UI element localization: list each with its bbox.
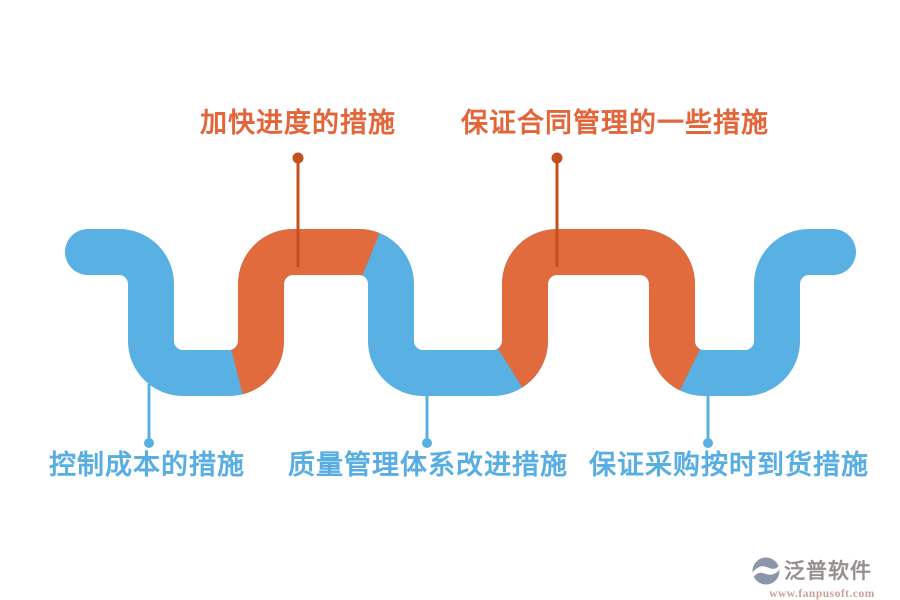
- pointer-trough-1: [144, 384, 154, 448]
- logo-url: www.fanpusoft.com: [769, 588, 875, 600]
- pointer-trough-2: [422, 396, 432, 448]
- label-trough-3: 保证采购按时到货措施: [589, 450, 869, 481]
- label-trough-2: 质量管理体系改进措施: [288, 450, 568, 481]
- pointer-dot-crest-1: [292, 152, 304, 164]
- wave-ribbon-orange-segment-1: [229, 229, 382, 395]
- pointer-dot-trough-2: [422, 438, 432, 448]
- pointer-crest-1: [292, 152, 304, 267]
- pointer-trough-3: [703, 396, 713, 448]
- wave-ribbon-blue: [65, 229, 856, 396]
- label-crest-2: 保证合同管理的一些措施: [461, 108, 769, 139]
- logo: 泛普软件 www.fanpusoft.com: [751, 556, 893, 600]
- pointer-dot-trough-3: [703, 438, 713, 448]
- label-trough-1: 控制成本的措施: [49, 450, 245, 481]
- label-crest-1: 加快进度的措施: [200, 108, 396, 139]
- pointer-crest-2: [551, 152, 563, 267]
- logo-name: 泛普软件: [784, 558, 872, 583]
- wave-ribbon-orange-segment-2: [496, 229, 702, 391]
- swirl-globe-icon: [751, 556, 781, 586]
- pointer-dot-crest-2: [551, 152, 563, 164]
- pointer-dot-trough-1: [144, 438, 154, 448]
